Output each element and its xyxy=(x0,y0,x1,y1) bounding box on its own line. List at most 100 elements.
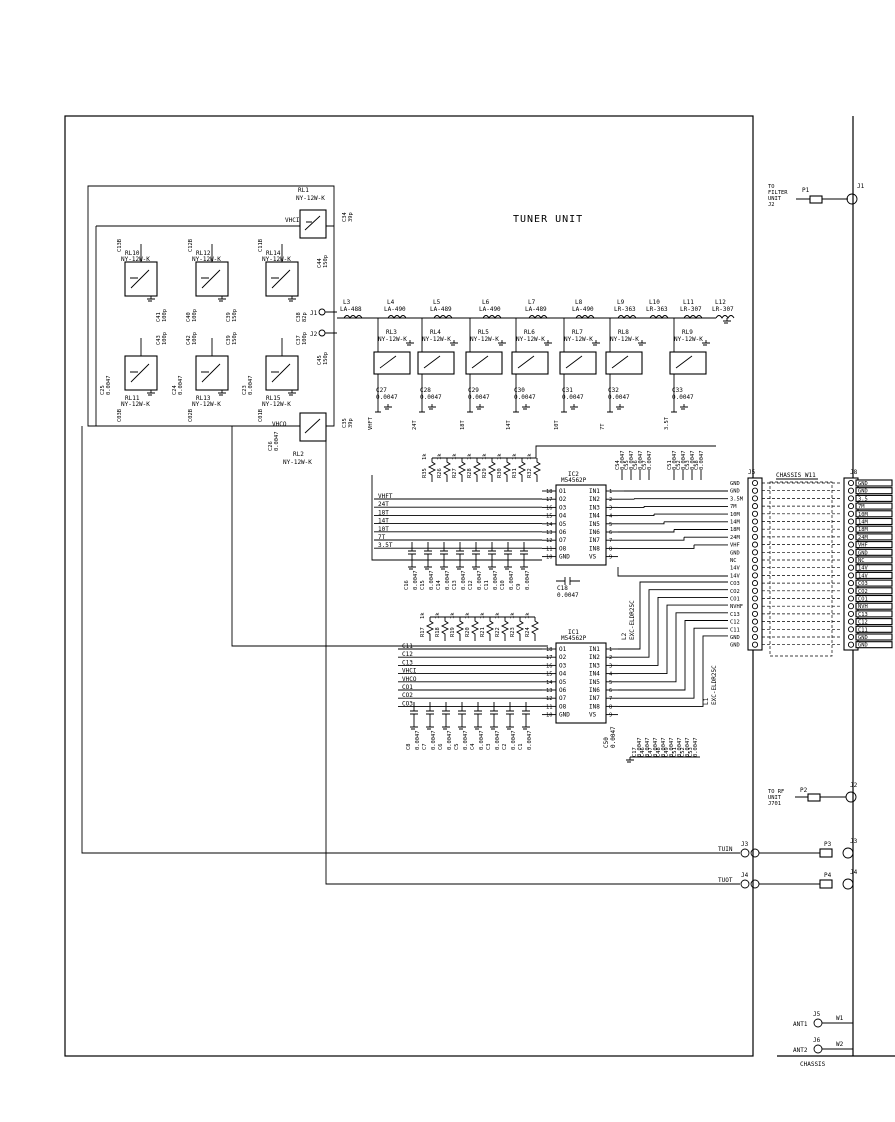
relay-body xyxy=(559,351,597,375)
cap-ref: C54 xyxy=(615,460,621,470)
svg-text:J3: J3 xyxy=(741,841,749,848)
res-ref: R30 xyxy=(497,468,503,478)
cap-val: 0.0047 xyxy=(106,376,112,395)
ic-right-pin-num: 5 xyxy=(609,680,612,686)
svg-text:0.0047: 0.0047 xyxy=(610,726,617,748)
left-relay-group: RL10NY-12W-KRL12NY-12W-KRL14NY-12W-KRL11… xyxy=(121,244,299,408)
connector-ref: J8 xyxy=(850,469,858,476)
ground-symbol xyxy=(506,724,514,730)
pin-label: C13 xyxy=(858,612,868,618)
res-ref: R35 xyxy=(422,468,428,478)
inductor-coil xyxy=(387,315,407,319)
cap-val: 0.0047 xyxy=(693,738,699,757)
pin-box xyxy=(855,479,893,487)
cap-val: 0.0047 xyxy=(525,571,531,590)
connector-pin xyxy=(751,626,759,633)
relay-contact xyxy=(517,355,535,369)
ic-right-pin: VS xyxy=(589,554,597,561)
conn-label: C01B xyxy=(258,409,264,422)
net-label: 7T xyxy=(378,534,386,541)
inductor-ref: L10 xyxy=(649,299,660,306)
ic-right-pin-num: 4 xyxy=(609,514,612,520)
ground-symbol xyxy=(616,404,624,410)
inductor-ref: L11 xyxy=(683,299,694,306)
ic-right-pin-num: 2 xyxy=(609,655,612,661)
bus-line xyxy=(618,544,695,549)
res-val: 1k xyxy=(450,612,456,619)
cap-ref: C41 xyxy=(156,312,162,322)
cap-ref: C16 xyxy=(404,580,410,590)
pin-label: GND xyxy=(858,481,868,487)
cap-ref: C24 xyxy=(172,385,178,395)
jack-out-lines xyxy=(759,852,820,885)
res-val: 1k xyxy=(465,612,471,619)
cap-val: 0.0047 xyxy=(699,451,705,470)
connector-pin xyxy=(751,618,759,625)
connector-pin xyxy=(751,580,759,587)
ic-right-pin: IN5 xyxy=(589,679,600,686)
net-label: 14T xyxy=(378,518,389,525)
pin-label: 10M xyxy=(858,512,868,518)
plug-p4: P4 J4 xyxy=(819,869,858,890)
ic-right-pin: IN2 xyxy=(589,654,600,661)
net-label: C13 xyxy=(402,659,413,666)
to-rf-label: TO RF UNIT J701 xyxy=(768,789,784,807)
res-ref: R17 xyxy=(420,627,426,637)
cap-lead xyxy=(419,374,425,413)
connector-pin xyxy=(847,556,855,564)
svg-text:EXC-ELDR25C: EXC-ELDR25C xyxy=(629,600,636,640)
cap-val: 0.0047 xyxy=(527,731,533,750)
cap-ref: C2 xyxy=(502,744,508,751)
relay-part: NY-12W-K xyxy=(674,336,703,343)
inductor-part: LR-363 xyxy=(614,306,636,313)
pin-label: CO2 xyxy=(730,589,740,595)
svg-text:VHCO: VHCO xyxy=(272,421,287,428)
inductor-part: LR-307 xyxy=(712,306,734,313)
connector-pin xyxy=(751,479,759,487)
cap-ref: C47 xyxy=(648,747,654,757)
capacitor-symbol xyxy=(490,702,498,724)
res-ref: R21 xyxy=(480,627,486,637)
ground-symbol xyxy=(488,564,496,570)
cap-val: 0.0047 xyxy=(514,394,536,401)
ic-right-pin: IN4 xyxy=(589,513,600,520)
ic-left-pin: O6 xyxy=(559,529,567,536)
pin-label: 14V xyxy=(730,566,740,572)
ic-part: M54562P xyxy=(561,635,587,642)
net-label: 14T xyxy=(506,420,512,430)
relay-contact xyxy=(130,269,150,289)
cap-lead xyxy=(513,374,519,413)
svg-text:J4: J4 xyxy=(741,872,749,879)
connector-pin xyxy=(751,610,759,617)
ground-symbol xyxy=(147,390,155,396)
pin-label: GND xyxy=(858,643,868,649)
relay-part: NY-12W-K xyxy=(121,401,150,408)
cap-val: 39p xyxy=(348,212,354,222)
cap-ref: C10 xyxy=(500,580,506,590)
res-ref: R29 xyxy=(482,468,488,478)
bus-line xyxy=(618,514,655,517)
cap-val: 0.0047 xyxy=(620,451,626,470)
pin-label: NC xyxy=(858,558,865,564)
cap-val: 0.0047 xyxy=(248,376,254,395)
svg-text:J6: J6 xyxy=(813,1037,821,1044)
pin-label: 3.5 xyxy=(858,496,868,502)
ground-symbol xyxy=(638,340,646,346)
resistor-zigzag xyxy=(455,617,465,641)
relay-contact xyxy=(271,363,291,383)
pin-box xyxy=(855,487,893,495)
cap-ref: C1 xyxy=(518,744,524,751)
tuot-line xyxy=(325,426,740,885)
pin-box xyxy=(855,525,893,533)
